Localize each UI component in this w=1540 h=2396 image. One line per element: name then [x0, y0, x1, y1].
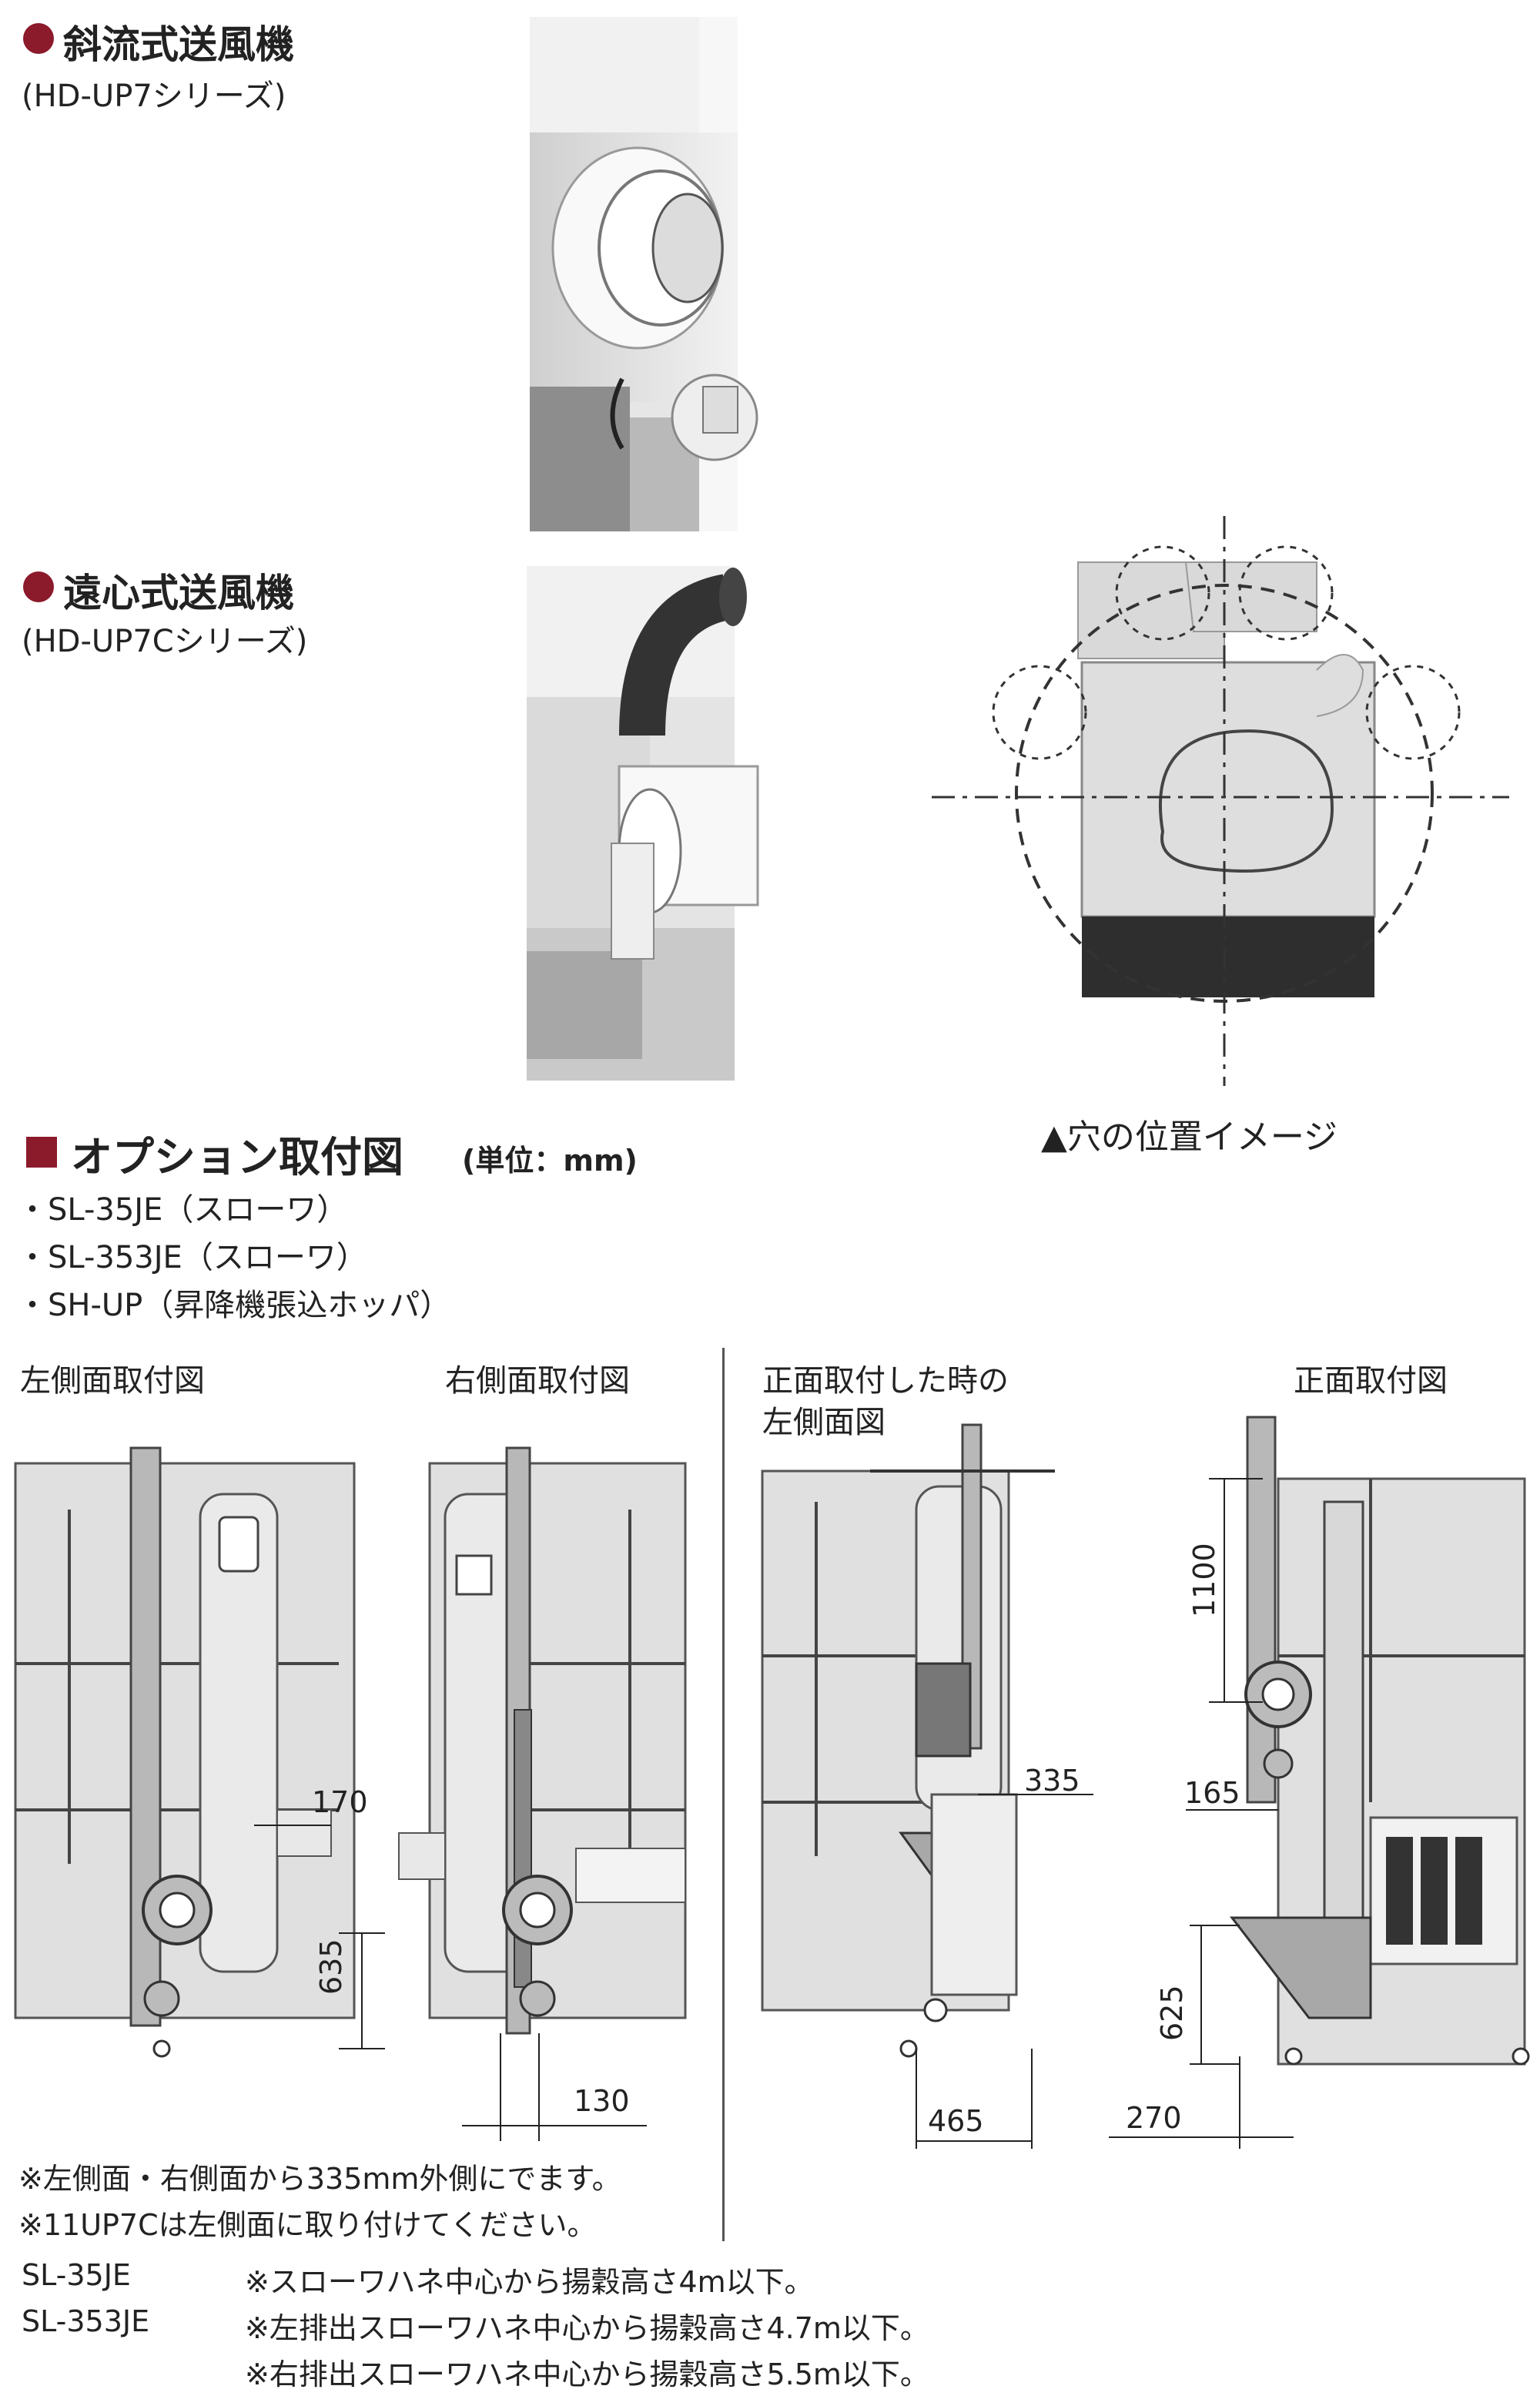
spec-model: SL-353JE [22, 2304, 150, 2338]
spec-text: ※左排出スローワハネ中心から揚穀高さ4.7m以下。 [245, 2311, 929, 2345]
dim-1100: 1100 [1187, 1543, 1221, 1617]
centrifugal-blower-series: (HD-UP7Cシリーズ) [22, 624, 308, 659]
dim-130: 130 [574, 2084, 630, 2118]
note-offset: ※左側面・右側面から335mm外側にでます。 [18, 2162, 621, 2196]
bullet-dot-icon [23, 23, 54, 54]
front-left-drawing-label-2: 左側面図 [762, 1405, 886, 1440]
front-drawing-label: 正面取付図 [1294, 1363, 1448, 1399]
right-side-drawing-label: 右側面取付図 [445, 1363, 630, 1399]
dim-270: 270 [1126, 2101, 1182, 2135]
right-side-drawing [398, 1446, 687, 2035]
spec-text: ※右排出スローワハネ中心から揚穀高さ5.5m以下。 [245, 2357, 929, 2391]
front-left-side-drawing [761, 1423, 1055, 2058]
diagonal-blower-series: (HD-UP7シリーズ) [22, 79, 286, 114]
section-divider [722, 1348, 725, 2241]
dim-170: 170 [312, 1785, 368, 1819]
dim-165: 165 [1184, 1776, 1240, 1810]
bullet-dot-icon [23, 571, 54, 602]
spec-text: ※スローワハネ中心から揚穀高さ4m以下。 [245, 2265, 814, 2299]
front-left-drawing-label: 正面取付した時の [762, 1363, 1009, 1399]
option-item: ・SL-35JE（スローワ） [17, 1192, 348, 1228]
dim-335: 335 [1024, 1764, 1080, 1798]
hole-position-diagram [932, 516, 1509, 1086]
option-unit: (単位：mm) [462, 1144, 638, 1178]
note-mounting: ※11UP7Cは左側面に取り付けてください。 [18, 2208, 597, 2242]
hole-position-caption: ▲穴の位置イメージ [1041, 1118, 1337, 1157]
left-side-drawing-label: 左側面取付図 [20, 1363, 205, 1399]
option-item: ・SL-353JE（スローワ） [17, 1240, 367, 1275]
bullet-square-icon [26, 1137, 57, 1168]
option-title: オプション取付図 [71, 1133, 403, 1181]
left-side-drawing [14, 1446, 356, 2058]
dim-465: 465 [928, 2104, 984, 2138]
centrifugal-blower-photo [527, 566, 759, 1081]
diagonal-blower-title: 斜流式送風機 [63, 22, 294, 67]
option-item: ・SH-UP（昇降機張込ホッパ） [17, 1288, 451, 1323]
front-view-drawing [1229, 1416, 1530, 2066]
centrifugal-blower-title: 遠心式送風機 [63, 571, 294, 615]
spec-model: SL-35JE [22, 2258, 131, 2292]
diagonal-blower-photo [530, 17, 758, 531]
dim-625: 625 [1155, 1985, 1189, 2041]
